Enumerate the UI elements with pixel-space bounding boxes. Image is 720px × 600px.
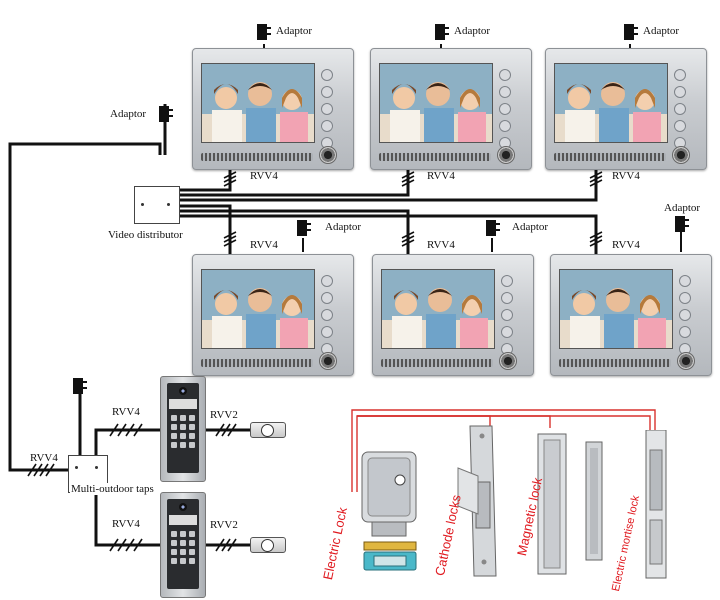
adaptor-label: Adaptor	[454, 25, 491, 37]
monitor-screen	[201, 63, 315, 143]
rvv4-label: RVV4	[112, 518, 140, 530]
adaptor-label: Adaptor	[643, 25, 680, 37]
speaker-grille	[379, 153, 491, 161]
indoor-monitor	[372, 254, 534, 376]
rvv2-label: RVV2	[210, 519, 238, 531]
camera-lens-icon	[179, 387, 187, 395]
monitor-screen	[201, 269, 315, 349]
adaptor-plug-icon	[435, 24, 449, 40]
release-button-icon	[250, 537, 286, 553]
adaptor-plug-icon	[73, 378, 87, 394]
adaptor-label: Adaptor	[664, 202, 701, 214]
adaptor-plug-icon	[486, 220, 500, 236]
adaptor-plug-icon	[675, 216, 689, 232]
speaker-grille	[201, 359, 313, 367]
nameplate	[169, 399, 197, 409]
monitor-buttons	[501, 275, 515, 360]
rvv4-label: RVV4	[612, 239, 640, 251]
door-panel	[167, 499, 199, 589]
rvv4-label: RVV4	[112, 406, 140, 418]
monitor-knob	[319, 352, 337, 370]
indoor-monitor	[192, 48, 354, 170]
rvv4-label: RVV4	[612, 170, 640, 182]
adaptor-label: Adaptor	[512, 221, 549, 233]
video-distributor-box	[134, 186, 180, 224]
adaptor-plug-icon	[624, 24, 638, 40]
rvv2-label: RVV2	[210, 409, 238, 421]
monitor-buttons	[499, 69, 513, 154]
monitor-screen	[381, 269, 495, 349]
monitor-buttons	[679, 275, 693, 360]
cathode-lock	[457, 425, 497, 577]
monitor-screen	[379, 63, 493, 143]
rvv4-label: RVV4	[250, 170, 278, 182]
door-camera-keypad	[160, 376, 206, 482]
keypad	[171, 415, 195, 448]
speaker-grille	[554, 153, 666, 161]
adaptor-label: Adaptor	[276, 25, 313, 37]
rvv4-label: RVV4	[427, 239, 455, 251]
door-panel	[167, 383, 199, 473]
keypad	[171, 531, 195, 564]
monitor-buttons	[321, 275, 335, 360]
monitor-knob	[319, 146, 337, 164]
monitor-knob	[672, 146, 690, 164]
nameplate	[169, 515, 197, 525]
monitor-knob	[497, 146, 515, 164]
monitor-buttons	[674, 69, 688, 154]
video-distributor-label: Video distributor	[108, 229, 183, 241]
camera-lens-icon	[179, 503, 187, 511]
adaptor-label: Adaptor	[110, 108, 147, 120]
speaker-grille	[559, 359, 671, 367]
indoor-monitor	[545, 48, 707, 170]
indoor-monitor	[192, 254, 354, 376]
monitor-screen	[559, 269, 673, 349]
monitor-knob	[499, 352, 517, 370]
rvv4-label: RVV4	[250, 239, 278, 251]
electric-lock	[361, 451, 417, 571]
monitor-knob	[677, 352, 695, 370]
mortise-lock	[645, 430, 667, 579]
adaptor-label: Adaptor	[325, 221, 362, 233]
door-camera-keypad	[160, 492, 206, 598]
adaptor-plug-icon	[159, 106, 173, 122]
indoor-monitor	[550, 254, 712, 376]
monitor-screen	[554, 63, 668, 143]
speaker-grille	[201, 153, 313, 161]
monitor-buttons	[321, 69, 335, 154]
rvv4-label: RVV4	[427, 170, 455, 182]
adaptor-plug-icon	[297, 220, 311, 236]
release-button-icon	[250, 422, 286, 438]
rvv4-label: RVV4	[30, 452, 58, 464]
adaptor-plug-icon	[257, 24, 271, 40]
magnetic-lock	[537, 433, 603, 575]
indoor-monitor	[370, 48, 532, 170]
speaker-grille	[381, 359, 493, 367]
multi-outdoor-taps-label: Multi-outdoor taps	[70, 483, 155, 495]
